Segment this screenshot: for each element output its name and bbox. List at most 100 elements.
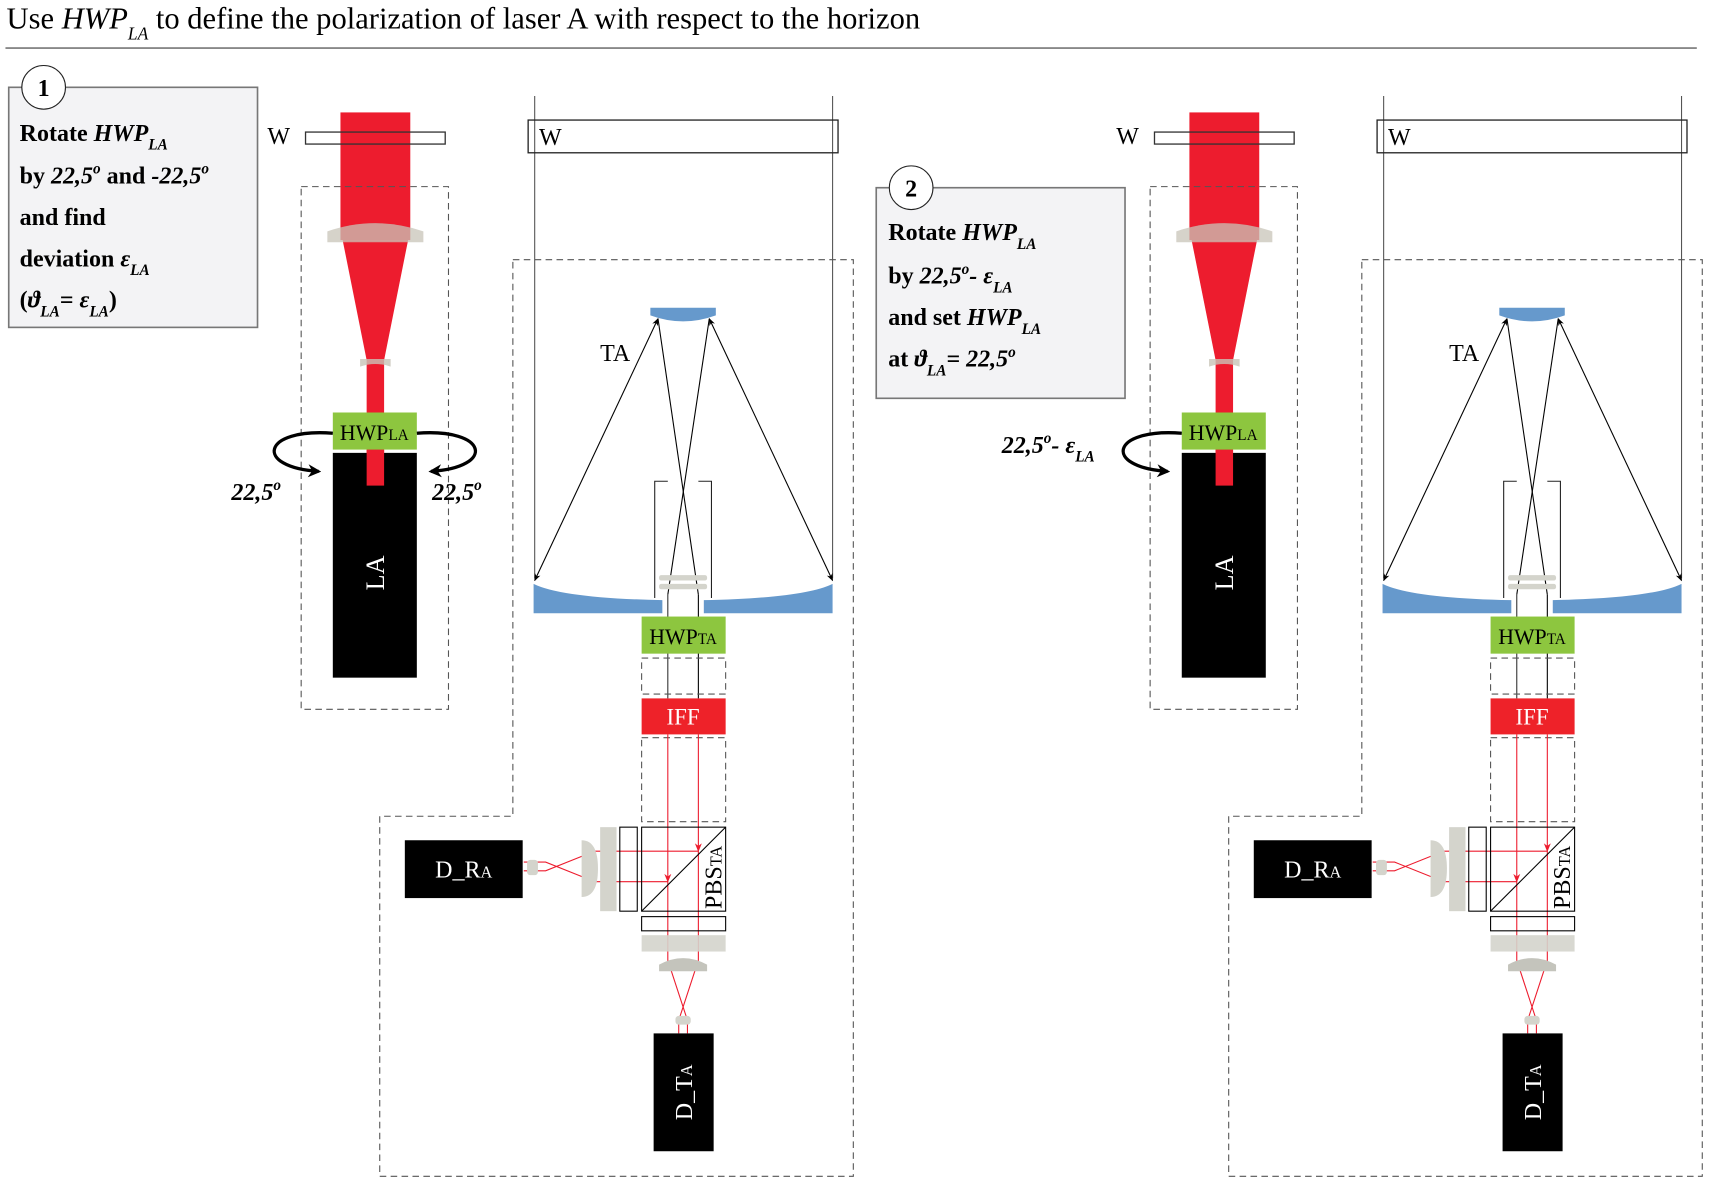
svg-text:by 22,5o and -22,5o: by 22,5o and -22,5o (20, 161, 210, 190)
filter-label: IFF (667, 705, 700, 730)
optical-setup: W LA HWPLA W TA HWPTA (267, 96, 854, 1177)
reflect-lens (581, 840, 598, 897)
svg-text:2: 2 (905, 176, 917, 202)
ray (1383, 317, 1508, 582)
laser-beam-exit (366, 449, 385, 486)
detector-r-label: D_RA (435, 857, 492, 883)
reflect-filter (1449, 827, 1466, 912)
detector-t (653, 1033, 714, 1152)
laser-beam-taper (1191, 240, 1258, 361)
reflect-plate (1468, 826, 1487, 912)
detector-t-label: D_TA (1521, 1064, 1547, 1120)
detector-r-window (1376, 859, 1387, 876)
window-large (527, 119, 839, 154)
ray (708, 317, 834, 582)
svg-text:and find: and find (20, 205, 107, 231)
lens-large (327, 223, 424, 243)
svg-text:by 22,5o- εLA: by 22,5o- εLA (888, 261, 1012, 297)
laser-beam (340, 112, 411, 241)
laser-body (332, 452, 417, 678)
laser-label: LA (1210, 555, 1239, 590)
svg-text:(ϑLA= εLA): (ϑLA= εLA) (20, 288, 117, 321)
svg-text:Rotate HWPLA: Rotate HWPLA (888, 220, 1036, 253)
secondary-mirror (650, 307, 716, 322)
lens-large (1176, 223, 1273, 243)
rotation-left-label: 22,5o (230, 477, 281, 506)
svg-text:and set HWPLA: and set HWPLA (888, 305, 1041, 338)
rotate-arrow-right-icon (416, 431, 477, 478)
laser-beam (1189, 112, 1260, 241)
hwp-la (1181, 412, 1266, 450)
hwp-ta (1490, 616, 1575, 654)
primary-mirror-left (1382, 583, 1512, 614)
step1-box: 1 Rotate HWPLA by 22,5o and -22,5o and f… (7, 64, 259, 329)
step2-badge (888, 165, 934, 211)
page-title: Use HWPLA to define the polarization of … (7, 1, 921, 43)
hwp-la-label: HWPLA (1189, 421, 1258, 445)
ray (1506, 318, 1548, 595)
ray (657, 318, 699, 595)
laser-body (1181, 452, 1266, 678)
window-large (1376, 119, 1688, 154)
step2-box: 2 Rotate HWPLA by 22,5o- εLA and set HWP… (875, 165, 1126, 400)
telescope-enclosure (1228, 259, 1703, 1177)
laser-enclosure (300, 186, 450, 710)
lens-pair (1508, 575, 1557, 581)
filter-iff (641, 698, 726, 735)
window-small (304, 131, 446, 145)
window-large-label: W (539, 125, 562, 151)
slot-empty (641, 737, 727, 823)
step1-badge (21, 64, 67, 110)
svg-text:1: 1 (38, 76, 50, 102)
window-large-label: W (1388, 125, 1411, 151)
transmit-filter (1490, 935, 1575, 952)
detector-t-window (1524, 1015, 1540, 1025)
pbs-label: PBSTA (1550, 846, 1576, 909)
optical-setup-step2: W LA HWPLA W TA HWPTA (1116, 96, 1703, 1177)
laser-enclosure (1149, 186, 1298, 710)
detector-r-label: D_RA (1284, 857, 1341, 883)
filter-label: IFF (1515, 705, 1548, 730)
red-beam (678, 851, 699, 1034)
baffle (654, 480, 713, 599)
telescope-label: TA (600, 341, 631, 367)
baffle (1503, 480, 1561, 599)
slot-empty (1490, 737, 1576, 823)
pbs-diagonal (641, 826, 727, 912)
detector-r (404, 840, 523, 899)
ray (534, 317, 659, 582)
ray (1516, 318, 1559, 595)
lens-small (1209, 359, 1240, 367)
lens-pair (1508, 583, 1557, 590)
hwp-ta-label: HWPTA (1498, 625, 1566, 649)
lens-pair (659, 583, 708, 590)
pbs-cube (641, 826, 727, 912)
transmit-plate (1490, 916, 1576, 932)
primary-mirror-left (533, 583, 663, 614)
primary-mirror-right (1552, 583, 1682, 614)
ray (1557, 317, 1683, 582)
svg-text:Rotate HWPLA: Rotate HWPLA (20, 121, 168, 154)
primary-mirror-right (703, 583, 833, 614)
rotate-arrow-left-icon (272, 431, 333, 478)
reflect-filter (600, 827, 617, 912)
pbs-cube (1490, 826, 1576, 912)
laser-label: LA (361, 555, 390, 590)
red-beam (667, 881, 689, 1034)
svg-text:deviation εLA: deviation εLA (20, 246, 150, 279)
reflect-lens (1430, 840, 1447, 897)
transmit-filter (641, 935, 726, 952)
rotation-right-label: 22,5o (431, 477, 482, 506)
hwp-la (332, 412, 417, 450)
detector-t-label: D_TA (672, 1064, 698, 1120)
telescope-label: TA (1449, 341, 1480, 367)
hwp-ta (641, 616, 726, 654)
rotation2-label: 22,5o- εLA (1001, 430, 1095, 466)
laser-beam-taper (342, 240, 409, 361)
detector-r (1253, 840, 1372, 899)
svg-text:at ϑLA= 22,5o: at ϑLA= 22,5o (888, 344, 1016, 380)
telescope-enclosure (379, 259, 854, 1177)
transmit-lens (659, 958, 708, 972)
red-beam (1516, 881, 1537, 1034)
ray (667, 318, 710, 595)
